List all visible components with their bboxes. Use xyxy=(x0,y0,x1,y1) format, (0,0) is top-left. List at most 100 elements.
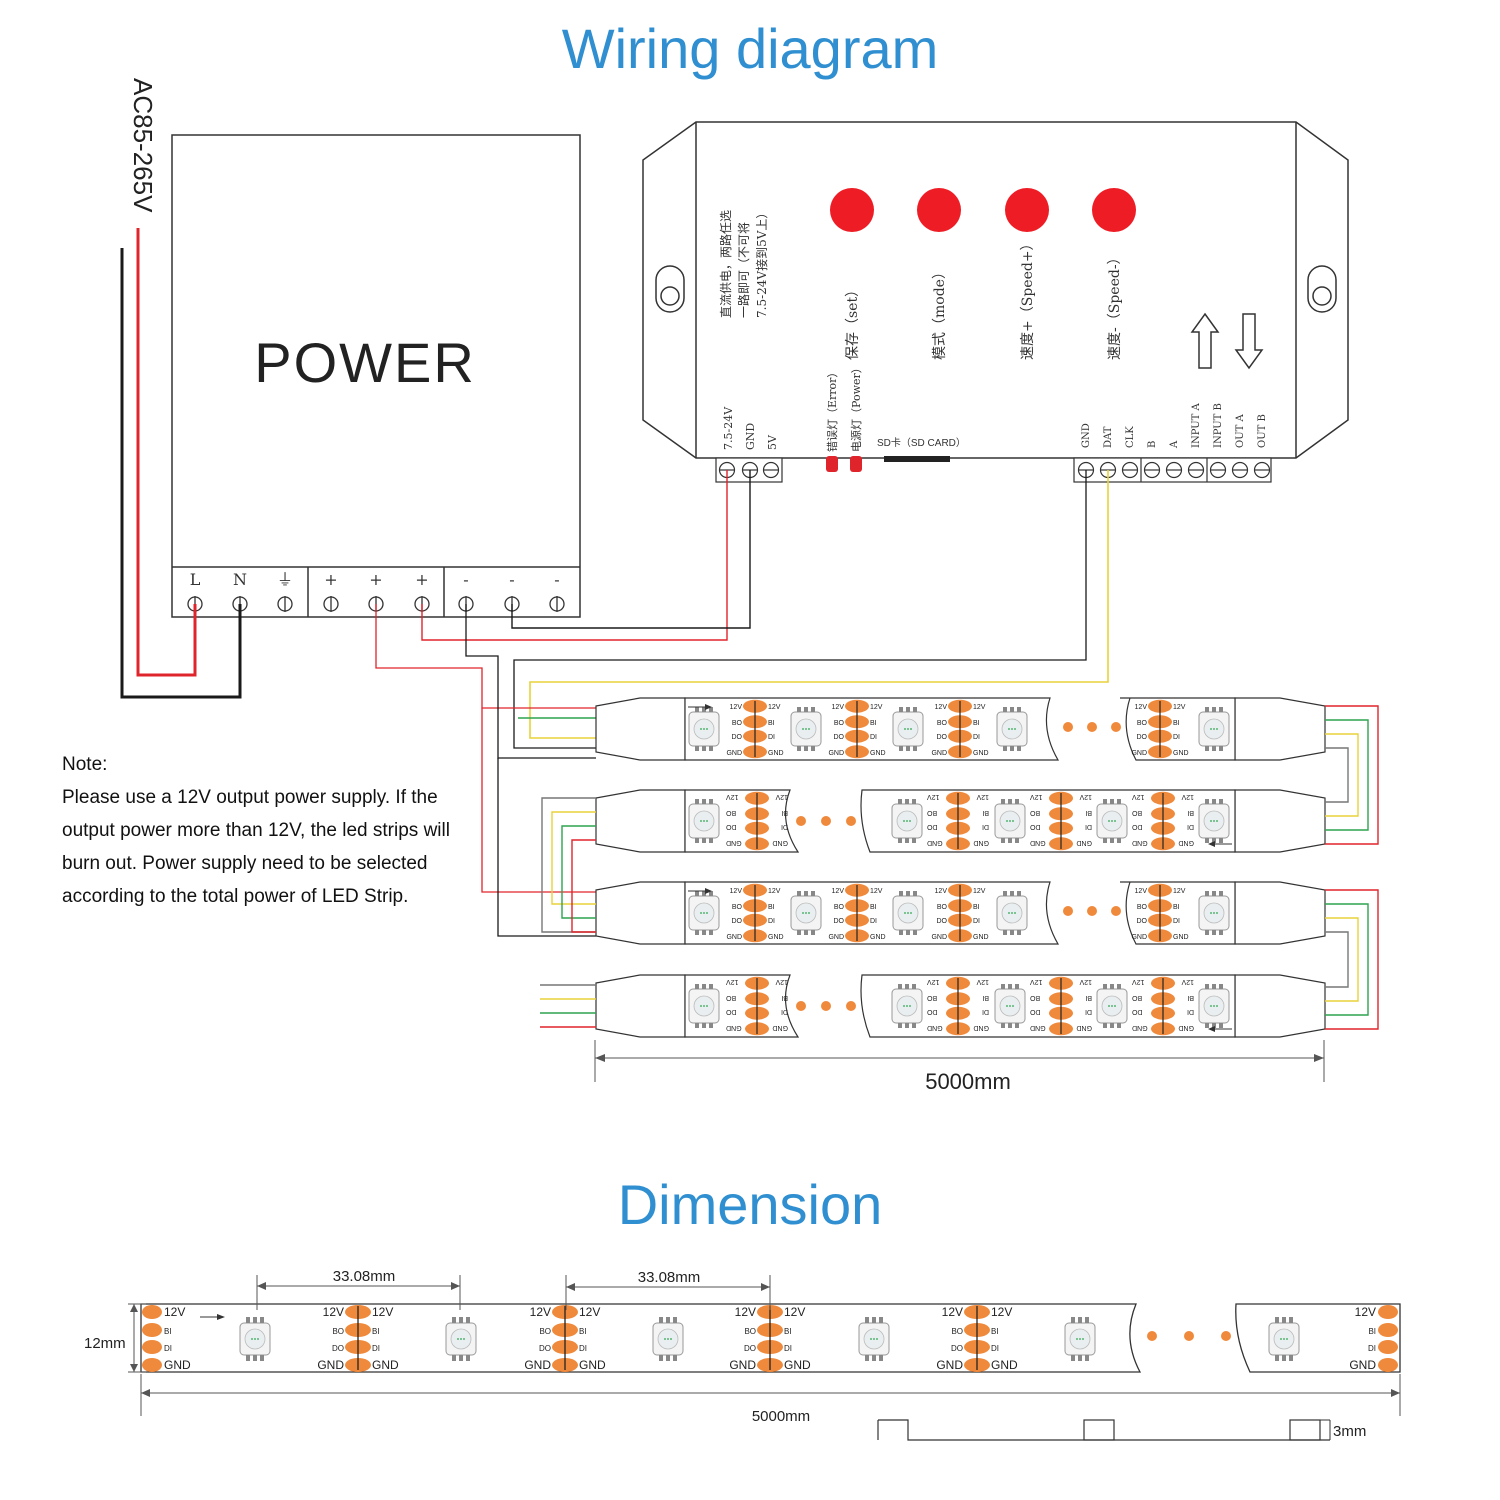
pad-label: 12V xyxy=(927,793,940,800)
note-heading: Note: xyxy=(62,754,108,775)
pad-label: DI xyxy=(781,1008,788,1015)
pad-label: 12V xyxy=(927,978,940,985)
pad-label: 12V xyxy=(1030,793,1043,800)
strip-length-label: 5000mm xyxy=(925,1069,1011,1094)
signal-terminal-label: INPUT A xyxy=(1191,402,1202,448)
controller-screw-terminal[interactable] xyxy=(1253,461,1271,479)
pad-label: BO xyxy=(732,904,743,911)
power-led xyxy=(850,456,862,472)
controller-screw-terminal[interactable] xyxy=(1143,461,1161,479)
signal-terminal-label: INPUT B xyxy=(1213,403,1224,448)
pad-label: GND xyxy=(870,750,886,757)
pad-label: 12V xyxy=(1355,1305,1376,1319)
led-chip xyxy=(994,984,1026,1028)
pad-label: DO xyxy=(1131,823,1142,830)
pad-label: GND xyxy=(1173,934,1189,941)
mount-hole-left xyxy=(655,265,685,313)
pad-label: 12V xyxy=(1173,704,1186,711)
signal-terminal-label: OUT A xyxy=(1235,414,1246,448)
pad-label: 12V xyxy=(1181,793,1194,800)
pad-label: 12V xyxy=(730,704,743,711)
pad-label: GND xyxy=(973,750,989,757)
wiring-diagram-title: Wiring diagram xyxy=(561,17,939,80)
pad-label: GND xyxy=(1030,1024,1046,1031)
speed-down-button[interactable] xyxy=(1092,188,1136,232)
pad-label: BI xyxy=(781,809,788,816)
led-chip xyxy=(1096,799,1128,843)
psu-terminal-label: L xyxy=(190,570,201,589)
psu-screw-terminal[interactable] xyxy=(323,596,339,612)
led-chip xyxy=(688,984,720,1028)
signal-terminal-label: OUT B xyxy=(1257,414,1268,448)
pad-label: GND xyxy=(164,1358,191,1372)
pad-label: BI xyxy=(982,994,989,1001)
pad-label: 12V xyxy=(1173,888,1186,895)
pad-label: DI xyxy=(870,734,877,741)
continuation-dot xyxy=(1111,722,1121,732)
pad-label: DI xyxy=(991,1344,999,1353)
pad-label: DI xyxy=(1173,734,1180,741)
led-chip xyxy=(688,799,720,843)
pad-label: 12V xyxy=(775,793,788,800)
pad-label: GND xyxy=(1132,1024,1148,1031)
pad-label: 12V xyxy=(832,704,845,711)
pad-label: DO xyxy=(1029,823,1040,830)
led-chip xyxy=(1198,799,1230,843)
pad-label: GND xyxy=(1076,839,1092,846)
pad-label: 12V xyxy=(726,793,739,800)
controller-screw-terminal[interactable] xyxy=(1187,461,1205,479)
pad-label: GND xyxy=(931,750,947,757)
dc-note-line: 一路即可（不可将 xyxy=(736,222,751,318)
pad-label: GND xyxy=(1076,1024,1092,1031)
psu-screw-terminal[interactable] xyxy=(277,596,293,612)
pad-label: BO xyxy=(1131,809,1142,816)
dimension-title: Dimension xyxy=(617,1173,883,1236)
led-chip xyxy=(790,891,822,935)
pad-label: BI xyxy=(1368,1327,1376,1336)
pad-label: 12V xyxy=(1079,978,1092,985)
pad-label: DI xyxy=(982,823,989,830)
pad-label: BO xyxy=(744,1327,756,1336)
strip-length-dimension: 5000mm xyxy=(594,1040,1325,1094)
pad-label: GND xyxy=(1132,839,1148,846)
continuation-dot xyxy=(1063,906,1073,916)
controller-screw-terminal[interactable] xyxy=(1231,461,1249,479)
mode-button[interactable] xyxy=(917,188,961,232)
psu-screw-terminal[interactable] xyxy=(549,596,565,612)
pad-label: BO xyxy=(937,720,948,727)
pad-label: 12V xyxy=(735,1305,756,1319)
controller-screw-terminal[interactable] xyxy=(762,461,780,479)
pad-label: DI xyxy=(973,734,980,741)
pad-label: GND xyxy=(726,839,742,846)
pad-label: BO xyxy=(1029,994,1040,1001)
pad-label: DO xyxy=(937,734,948,741)
led-chip xyxy=(892,707,924,751)
speed-up-button[interactable] xyxy=(1005,188,1049,232)
psu-terminal-label: + xyxy=(415,570,428,589)
led-chip xyxy=(1064,1317,1096,1361)
pitch-label-2: 33.08mm xyxy=(638,1269,701,1286)
sd-card-slot[interactable] xyxy=(884,456,950,462)
pad-label: 12V xyxy=(832,888,845,895)
pad-label: GND xyxy=(524,1358,551,1372)
pad-label: DI xyxy=(768,734,775,741)
controller-screw-terminal[interactable] xyxy=(1209,461,1227,479)
pad-label: GND xyxy=(1030,839,1046,846)
continuation-dot xyxy=(796,816,806,826)
controller-screw-terminal[interactable] xyxy=(1121,461,1139,479)
pad-label: BI xyxy=(784,1327,792,1336)
pad-label: 12V xyxy=(768,704,781,711)
pad-label: BI xyxy=(1187,809,1194,816)
pad-label: DO xyxy=(732,734,743,741)
pad-label: DO xyxy=(1137,734,1148,741)
pad-label: 12V xyxy=(164,1305,185,1319)
set-button[interactable] xyxy=(830,188,874,232)
controller-screw-terminal[interactable] xyxy=(1165,461,1183,479)
pad-label: BO xyxy=(834,720,845,727)
